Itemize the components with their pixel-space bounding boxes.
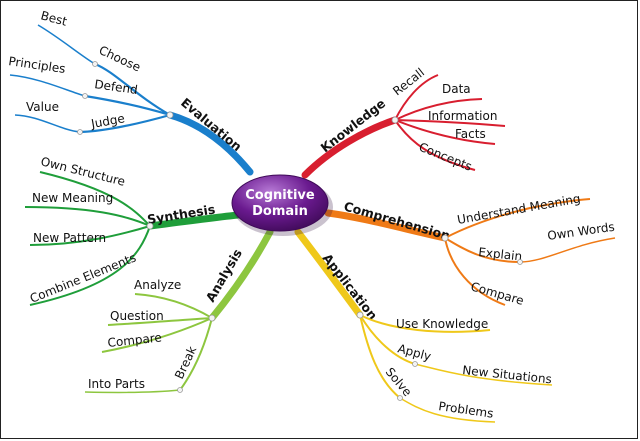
application-child-apply: Apply bbox=[396, 341, 432, 363]
solve-link-problems bbox=[399, 397, 496, 423]
branch-synthesis: Synthesis Own Structure New Meaning New … bbox=[24, 154, 242, 306]
analysis-link-question bbox=[107, 317, 213, 326]
comprehension-link-understand bbox=[444, 198, 591, 239]
knob-defend bbox=[82, 93, 88, 99]
knowledge-link-data bbox=[394, 98, 483, 121]
analysis-child-compare: Compare bbox=[107, 330, 163, 350]
center-title-line2: Domain bbox=[252, 204, 308, 219]
application-link-apply bbox=[359, 314, 416, 365]
evaluation-child-judge: Judge bbox=[89, 111, 126, 131]
synthesis-link-new-meaning bbox=[24, 206, 151, 227]
analysis-child-analyze: Analyze bbox=[134, 278, 181, 292]
knob-choose bbox=[92, 61, 98, 67]
knob-judge bbox=[77, 129, 83, 135]
knowledge-child-facts: Facts bbox=[455, 127, 486, 141]
knob-apply bbox=[412, 361, 418, 367]
evaluation-link-judge bbox=[79, 113, 171, 134]
synthesis-main-line bbox=[146, 211, 242, 230]
center-title-line1: Cognitive bbox=[245, 188, 315, 203]
knob-comprehension bbox=[441, 234, 449, 242]
analysis-main-line bbox=[208, 228, 274, 322]
knowledge-child-data: Data bbox=[442, 82, 471, 96]
knowledge-link-information bbox=[394, 119, 506, 127]
comprehension-main-line bbox=[324, 209, 449, 242]
knowledge-child-recall: Recall bbox=[390, 65, 427, 98]
knob-explain bbox=[517, 259, 523, 265]
analysis-link-analyze bbox=[134, 293, 213, 319]
application-main-line bbox=[294, 228, 364, 319]
application-child-use-knowledge: Use Knowledge bbox=[396, 317, 488, 331]
branch-evaluation: Evaluation Choose Defend Judge Best Prin… bbox=[8, 8, 254, 176]
synthesis-child-combine-elements: Combine Elements bbox=[28, 250, 138, 305]
analysis-child-question: Question bbox=[110, 309, 164, 323]
explain-link-own-words bbox=[519, 237, 616, 263]
comprehension-link-explain bbox=[444, 237, 521, 263]
analysis-label: Analysis bbox=[203, 246, 245, 304]
knowledge-link-recall bbox=[394, 74, 439, 121]
knob-solve bbox=[397, 395, 403, 401]
knob-analysis bbox=[208, 314, 216, 322]
comprehension-child-explain: Explain bbox=[478, 245, 523, 264]
knowledge-link-concepts bbox=[394, 119, 476, 171]
comprehension-child-understand-meaning: Understand Meaning bbox=[456, 191, 581, 226]
evaluation-link-defend bbox=[84, 94, 171, 117]
knowledge-child-information: Information bbox=[428, 109, 497, 123]
evaluation-main-line bbox=[166, 111, 254, 176]
break-link-into-parts bbox=[84, 389, 181, 394]
knob-knowledge bbox=[391, 116, 399, 124]
defend-link-principles bbox=[9, 74, 86, 97]
application-label: Application bbox=[320, 251, 381, 323]
comprehension-child-compare: Compare bbox=[469, 279, 525, 307]
center-ellipse bbox=[231, 174, 329, 232]
knob-evaluation bbox=[166, 111, 174, 119]
branch-knowledge: Knowledge Recall Data Information Facts … bbox=[301, 65, 506, 179]
evaluation-child-defend: Defend bbox=[94, 77, 139, 97]
synthesis-child-new-pattern: New Pattern bbox=[33, 231, 106, 245]
application-grandchild-new-situations: New Situations bbox=[462, 363, 553, 386]
branch-analysis: Analysis Analyze Question Compare Break … bbox=[84, 228, 274, 394]
evaluation-grandchild-best: Best bbox=[39, 8, 69, 28]
evaluation-link-choose bbox=[94, 62, 171, 116]
analysis-link-compare bbox=[101, 317, 213, 353]
knob-break bbox=[177, 387, 183, 393]
apply-link-new-situations bbox=[414, 363, 553, 386]
synthesis-child-new-meaning: New Meaning bbox=[32, 191, 113, 205]
knob-application bbox=[356, 311, 364, 319]
evaluation-grandchild-value: Value bbox=[26, 100, 59, 114]
center-node: Cognitive Domain bbox=[231, 174, 333, 236]
synthesis-link-own-structure bbox=[39, 171, 151, 227]
knowledge-main-line bbox=[301, 116, 399, 179]
knowledge-child-concepts: Concepts bbox=[417, 140, 474, 174]
branch-comprehension: Comprehension Understand Meaning Explain… bbox=[324, 191, 616, 308]
comprehension-link-compare bbox=[444, 237, 506, 306]
analysis-grandchild-into-parts: Into Parts bbox=[88, 377, 145, 391]
synthesis-link-new-pattern bbox=[29, 225, 151, 246]
application-child-solve: Solve bbox=[383, 365, 415, 399]
junction-knobs bbox=[77, 61, 523, 401]
evaluation-grandchild-principles: Principles bbox=[8, 54, 67, 76]
choose-link-best bbox=[37, 24, 96, 65]
analysis-link-break bbox=[179, 317, 213, 391]
knowledge-link-facts bbox=[394, 119, 496, 145]
synthesis-link-combine bbox=[29, 225, 151, 306]
application-link-use-knowledge bbox=[359, 314, 491, 333]
application-link-solve bbox=[359, 314, 401, 399]
judge-link-value bbox=[14, 114, 81, 133]
knob-synthesis bbox=[146, 222, 154, 230]
